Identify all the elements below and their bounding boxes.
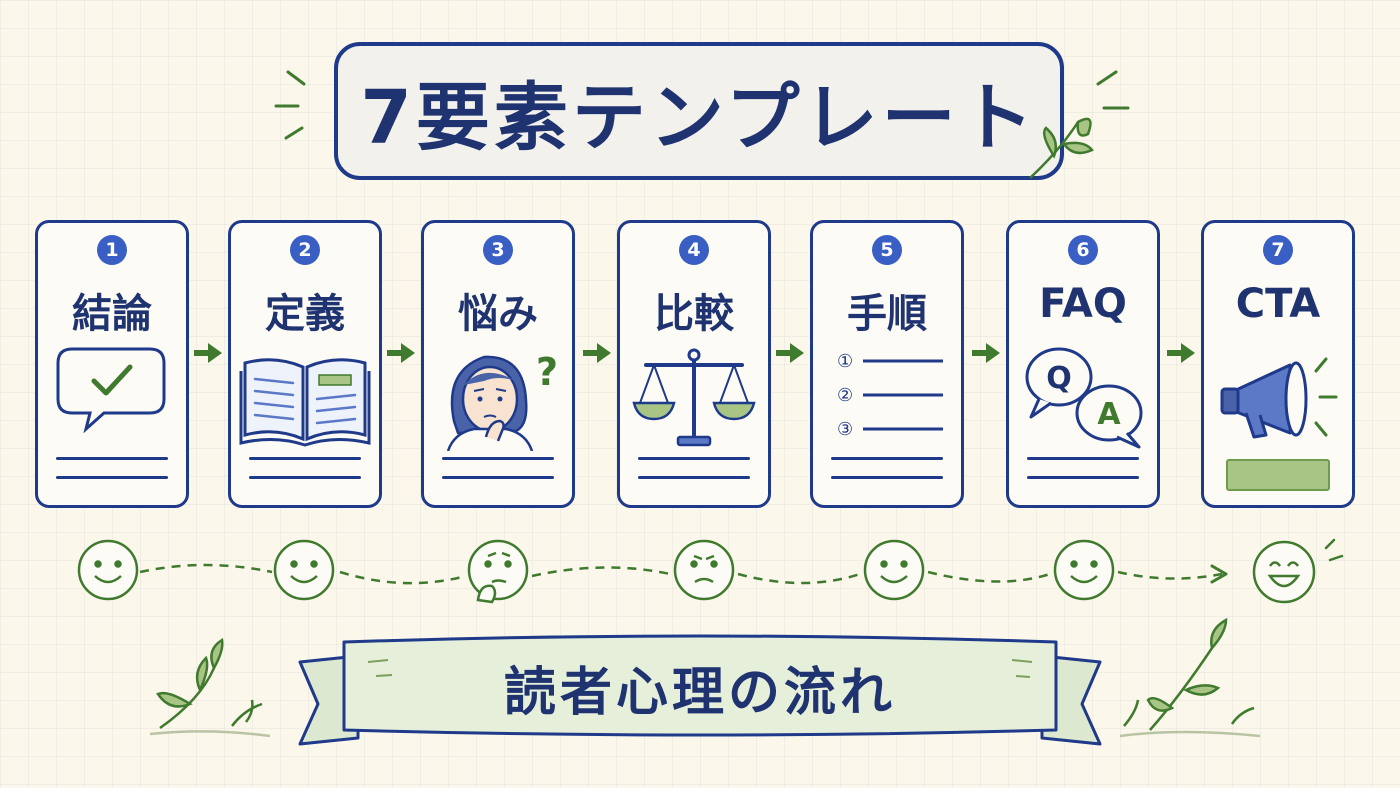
leaf-sprig-icon bbox=[1029, 117, 1094, 179]
step-label: CTA bbox=[1235, 281, 1321, 327]
step-number-badge: 4 bbox=[679, 235, 709, 265]
step-card-2: 2 定義 bbox=[228, 220, 382, 508]
happy-face-icon bbox=[1252, 538, 1344, 604]
check-speech-bubble-icon bbox=[56, 347, 166, 434]
step-card-5: 5 手順 ① ② ③ bbox=[810, 220, 964, 508]
step-number-badge: 5 bbox=[872, 235, 902, 265]
arrow-right-icon bbox=[194, 343, 222, 363]
arrow-head-icon bbox=[1210, 564, 1228, 584]
svg-text:?: ? bbox=[536, 350, 558, 394]
arrow-right-icon bbox=[776, 343, 804, 363]
step-number-badge: 2 bbox=[290, 235, 320, 265]
smile-face-icon bbox=[1053, 539, 1115, 601]
arrow-right-icon bbox=[583, 343, 611, 363]
list-number: ① bbox=[837, 351, 853, 372]
step-number-badge: 7 bbox=[1263, 235, 1293, 265]
step-number-badge: 6 bbox=[1068, 235, 1098, 265]
sparkle-icon bbox=[1096, 70, 1130, 110]
neutral-face-icon bbox=[673, 539, 735, 601]
smile-face-icon bbox=[77, 539, 139, 601]
thinking-face-icon bbox=[467, 539, 529, 604]
qa-bubbles-icon: Q A bbox=[1025, 347, 1143, 449]
list-number: ③ bbox=[837, 419, 853, 440]
step-number-badge: 3 bbox=[483, 235, 513, 265]
smile-face-icon bbox=[273, 539, 335, 601]
leaf-sprig-icon bbox=[149, 637, 271, 738]
smile-face-icon bbox=[863, 539, 925, 601]
step-card-4: 4 比較 bbox=[617, 220, 771, 508]
a-letter: A bbox=[1097, 397, 1121, 432]
open-book-icon bbox=[239, 358, 371, 447]
step-label: 悩み bbox=[458, 291, 538, 337]
sparkle-icon bbox=[274, 70, 306, 140]
numbered-list-icon: ① ② ③ bbox=[837, 351, 943, 440]
arrow-right-icon bbox=[1167, 343, 1195, 363]
q-letter: Q bbox=[1046, 361, 1072, 396]
step-card-3: 3 悩み ? bbox=[421, 220, 575, 508]
banner-title: 読者心理の流れ bbox=[503, 662, 896, 723]
step-label: 定義 bbox=[265, 291, 345, 337]
step-card-6: 6 FAQ Q A bbox=[1006, 220, 1160, 508]
title-box: 7要素テンプレート bbox=[334, 42, 1064, 180]
list-number: ② bbox=[837, 385, 853, 406]
balance-scale-icon bbox=[632, 348, 756, 447]
page-title: 7要素テンプレート bbox=[360, 74, 1038, 161]
cta-button-bar bbox=[1226, 459, 1330, 491]
step-label: FAQ bbox=[1039, 281, 1127, 327]
megaphone-icon bbox=[1220, 357, 1338, 439]
step-label: 比較 bbox=[654, 291, 734, 337]
step-card-1: 1 結論 bbox=[35, 220, 189, 508]
step-label: 結論 bbox=[72, 291, 152, 337]
thinking-woman-icon: ? bbox=[446, 350, 558, 451]
leaf-sprig-icon bbox=[1119, 617, 1261, 738]
step-card-7: 7 CTA bbox=[1201, 220, 1355, 508]
ribbon-banner bbox=[298, 634, 1102, 746]
reader-flow-path bbox=[139, 563, 1223, 585]
arrow-right-icon bbox=[972, 343, 1000, 363]
step-label: 手順 bbox=[847, 291, 927, 337]
step-number-badge: 1 bbox=[97, 235, 127, 265]
arrow-right-icon bbox=[387, 343, 415, 363]
